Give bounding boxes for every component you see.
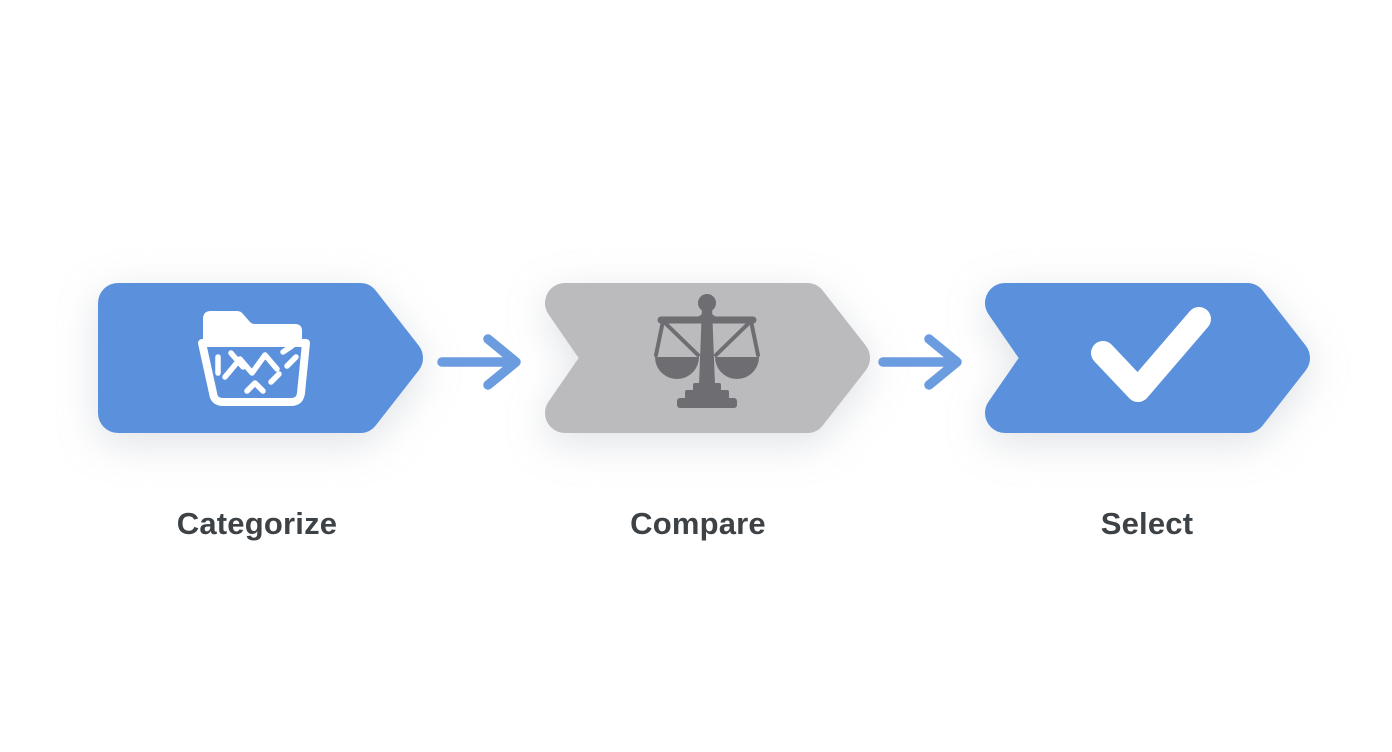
arrow-right-icon <box>437 334 521 390</box>
step-shape-categorize <box>98 283 423 433</box>
folder-scribble-icon <box>198 311 310 406</box>
step-shape-compare <box>545 283 870 433</box>
arrow-right-icon <box>878 334 962 390</box>
step-shape-select <box>985 283 1310 433</box>
chevron-shape <box>985 283 1310 433</box>
checkmark-icon <box>1091 307 1211 402</box>
step-label-categorize: Categorize <box>176 506 338 541</box>
step-label-compare: Compare <box>630 506 766 541</box>
step-label-select: Select <box>1100 506 1194 541</box>
balance-scale-icon <box>654 294 760 408</box>
